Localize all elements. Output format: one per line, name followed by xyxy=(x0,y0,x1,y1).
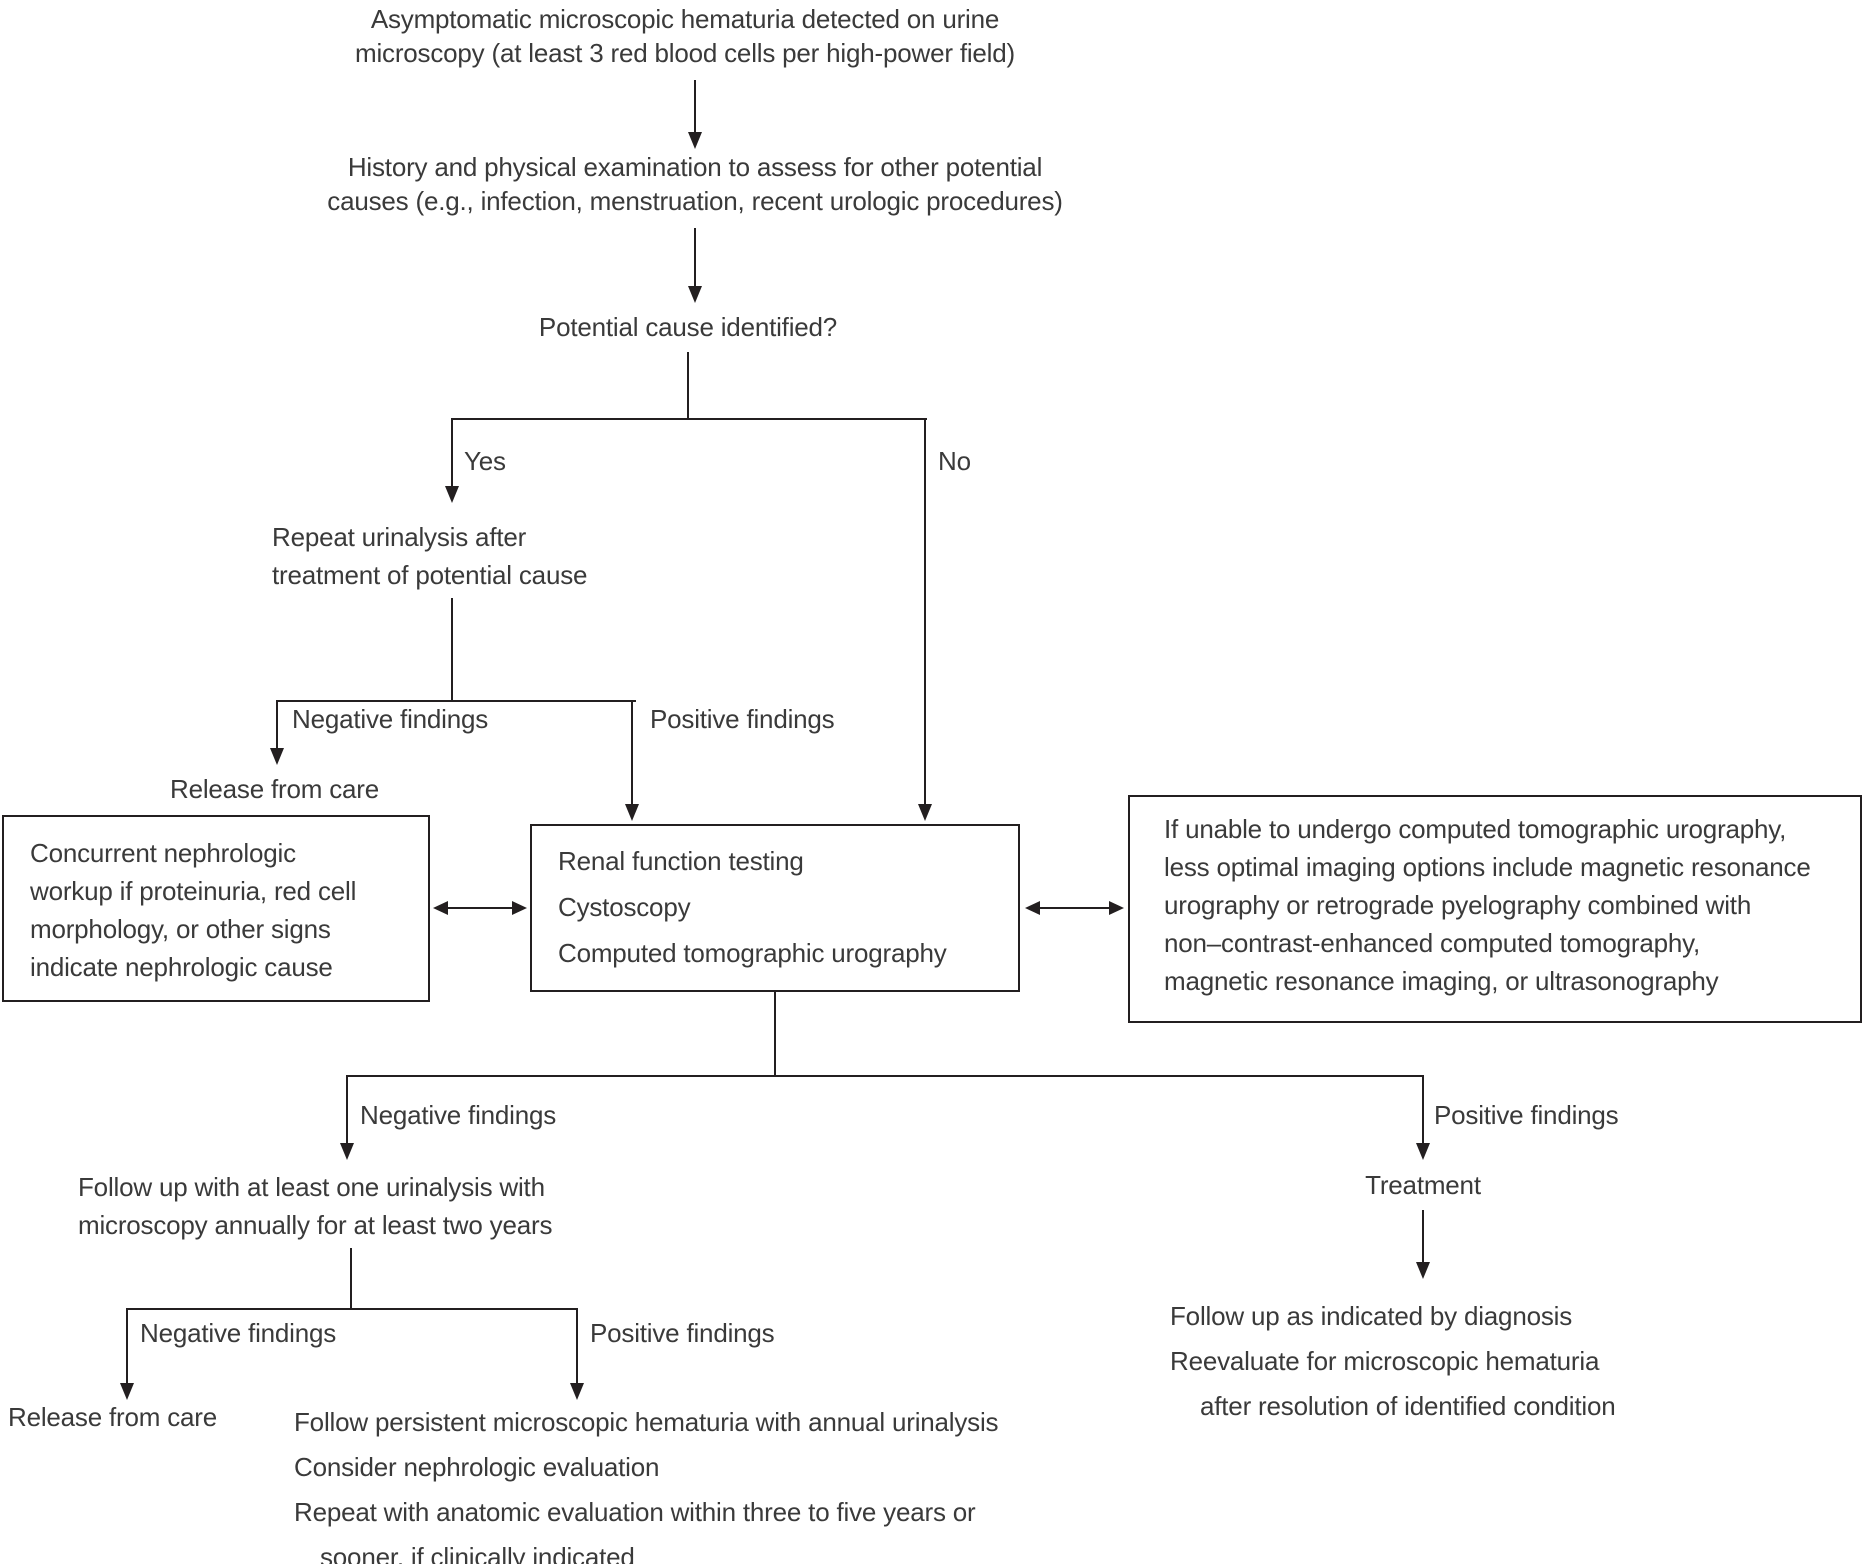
imaging-line4: non–contrast-enhanced computed tomograph… xyxy=(1164,928,1701,958)
workup-line3: Computed tomographic urography xyxy=(558,938,947,968)
edge-decision-split xyxy=(451,418,927,420)
imaging-line5: magnetic resonance imaging, or ultrasono… xyxy=(1164,966,1719,996)
label-positive-findings: Positive findings xyxy=(590,1318,775,1348)
node-release-from-care-2: Release from care xyxy=(8,1402,218,1432)
edge-start-history xyxy=(694,80,696,132)
arrowhead-down-icon xyxy=(688,286,702,303)
edge-positive-workup xyxy=(631,700,633,804)
node-potential-cause-decision: Potential cause identified? xyxy=(538,312,838,342)
arrowhead-down-icon xyxy=(625,804,639,821)
nephrologic-line3: morphology, or other signs xyxy=(30,914,331,944)
edge-repeat-split xyxy=(276,700,636,702)
followup-positive-line1: Follow up as indicated by diagnosis xyxy=(1170,1301,1573,1331)
edge-final-positive xyxy=(576,1308,578,1383)
node-start-line2: microscopy (at least 3 red blood cells p… xyxy=(355,38,1015,68)
followup-negative-line2: microscopy annually for at least two yea… xyxy=(78,1210,553,1240)
arrowhead-left-icon xyxy=(1025,901,1040,915)
arrowhead-down-icon xyxy=(120,1383,134,1400)
nephrologic-line1: Concurrent nephrologic xyxy=(30,838,296,868)
edge-no-branch xyxy=(924,418,926,804)
label-no: No xyxy=(938,446,971,476)
edge-workup-stem xyxy=(774,992,776,1075)
arrowhead-down-icon xyxy=(1416,1143,1430,1160)
edge-yes-branch xyxy=(451,418,453,486)
arrowhead-down-icon xyxy=(445,486,459,503)
label-negative-findings: Negative findings xyxy=(292,704,489,734)
arrowhead-right-icon xyxy=(1109,901,1124,915)
persistent-line3: Repeat with anatomic evaluation within t… xyxy=(294,1497,976,1527)
nephrologic-line4: indicate nephrologic cause xyxy=(30,952,333,982)
edge-repeat-stem xyxy=(451,598,453,700)
box-workup-tests xyxy=(530,824,1020,992)
edge-nephrologic-workup-link xyxy=(448,907,512,909)
box-alternative-imaging xyxy=(1128,795,1862,1023)
node-repeat-urinalysis: Repeat urinalysis after treatment of pot… xyxy=(272,518,587,594)
arrowhead-left-icon xyxy=(433,901,448,915)
edge-negative-release xyxy=(276,700,278,748)
imaging-line2: less optimal imaging options include mag… xyxy=(1164,852,1811,882)
node-start: Asymptomatic microscopic hematuria detec… xyxy=(280,2,1090,70)
arrowhead-down-icon xyxy=(570,1383,584,1400)
followup-positive-line2: Reevaluate for microscopic hematuria xyxy=(1170,1346,1600,1376)
node-followup-positive: Follow up as indicated by diagnosis Reev… xyxy=(1170,1294,1616,1429)
node-history-line2: causes (e.g., infection, menstruation, r… xyxy=(327,186,1063,216)
workup-line2: Cystoscopy xyxy=(558,892,691,922)
edge-treatment-followup xyxy=(1422,1210,1424,1262)
workup-line1: Renal function testing xyxy=(558,846,804,876)
arrowhead-down-icon xyxy=(340,1143,354,1160)
nephrologic-line2: workup if proteinuria, red cell xyxy=(30,876,357,906)
arrowhead-right-icon xyxy=(512,901,527,915)
node-history-physical: History and physical examination to asse… xyxy=(285,150,1105,218)
followup-negative-line1: Follow up with at least one urinalysis w… xyxy=(78,1172,545,1202)
edge-negative-followup xyxy=(346,1075,348,1143)
label-positive-findings: Positive findings xyxy=(650,704,835,734)
edge-followup-stem xyxy=(350,1248,352,1308)
box-nephrologic-workup xyxy=(2,815,430,1002)
arrowhead-down-icon xyxy=(270,748,284,765)
node-history-line1: History and physical examination to asse… xyxy=(347,152,1043,182)
box-alternative-imaging-text: If unable to undergo computed tomographi… xyxy=(1164,810,1811,1000)
edge-history-decision xyxy=(694,228,696,286)
persistent-line1: Follow persistent microscopic hematuria … xyxy=(294,1407,999,1437)
label-negative-findings: Negative findings xyxy=(140,1318,337,1348)
edge-workup-split xyxy=(346,1075,1424,1077)
node-release-from-care-1: Release from care xyxy=(170,774,380,804)
arrowhead-down-icon xyxy=(688,132,702,149)
node-persistent-hematuria: Follow persistent microscopic hematuria … xyxy=(294,1400,999,1564)
imaging-line3: urography or retrograde pyelography comb… xyxy=(1164,890,1752,920)
edge-final-negative xyxy=(126,1308,128,1383)
node-start-line1: Asymptomatic microscopic hematuria detec… xyxy=(370,4,1000,34)
label-negative-findings: Negative findings xyxy=(360,1100,557,1130)
label-yes: Yes xyxy=(464,446,506,476)
persistent-line2: Consider nephrologic evaluation xyxy=(294,1452,660,1482)
followup-positive-line3: after resolution of identified condition xyxy=(1200,1391,1616,1421)
edge-decision-stem xyxy=(687,352,689,418)
node-repeat-urinalysis-line2: treatment of potential cause xyxy=(272,560,588,590)
persistent-line4: sooner, if clinically indicated xyxy=(320,1542,635,1564)
edge-followup-split xyxy=(126,1308,578,1310)
arrowhead-down-icon xyxy=(1416,1262,1430,1279)
node-treatment: Treatment xyxy=(1365,1170,1481,1200)
edge-positive-treatment xyxy=(1422,1075,1424,1143)
label-positive-findings: Positive findings xyxy=(1434,1100,1619,1130)
box-workup-tests-text: Renal function testing Cystoscopy Comput… xyxy=(558,838,947,976)
node-repeat-urinalysis-line1: Repeat urinalysis after xyxy=(272,522,527,552)
node-followup-negative: Follow up with at least one urinalysis w… xyxy=(78,1168,552,1244)
imaging-line1: If unable to undergo computed tomographi… xyxy=(1164,814,1787,844)
box-nephrologic-workup-text: Concurrent nephrologic workup if protein… xyxy=(30,834,356,986)
edge-workup-imaging-link xyxy=(1040,907,1110,909)
arrowhead-down-icon xyxy=(918,804,932,821)
